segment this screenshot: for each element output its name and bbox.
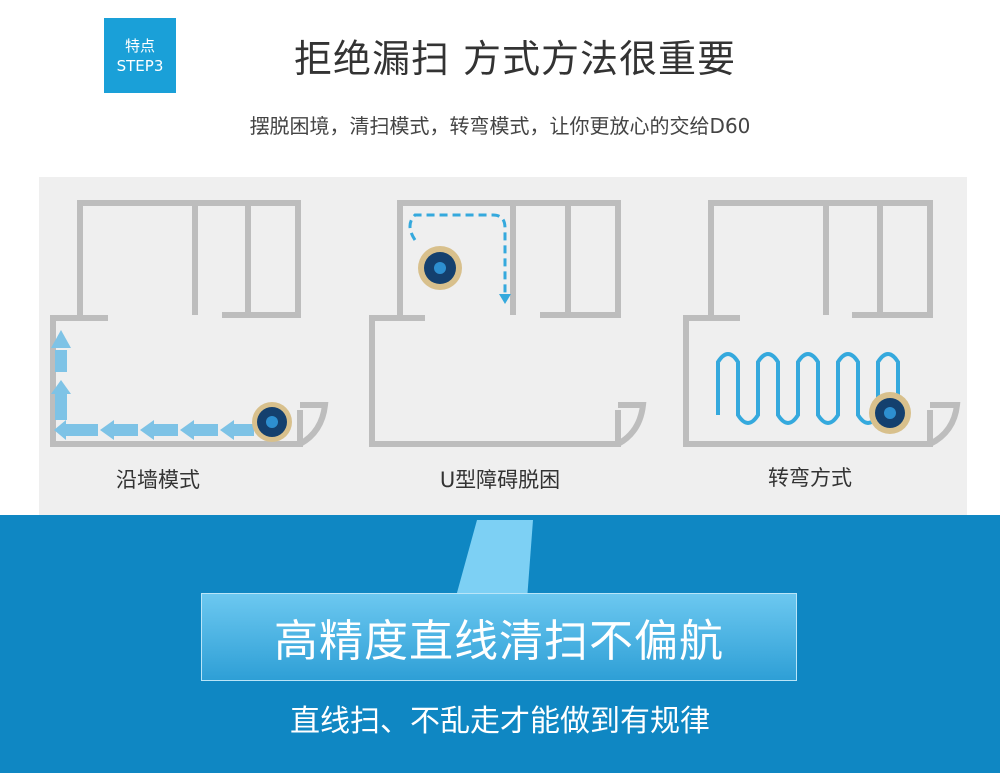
title-part2: 方式方法很重要 (463, 37, 737, 81)
page-subtitle: 摆脱困境，清扫模式，转弯模式，让你更放心的交给D60 (249, 114, 751, 138)
robot-vacuum-icon (869, 392, 911, 434)
turning-diagram (683, 200, 961, 447)
robot-vacuum-icon (252, 402, 292, 442)
badge-label: 特点 (124, 36, 155, 55)
feature-headline: 高精度直线清扫不偏航 (274, 616, 724, 667)
wall-follow-diagram (50, 200, 329, 447)
mode-label-wall: 沿墙模式 (116, 468, 200, 492)
mode-label-u-escape: U型障碍脱困 (439, 468, 561, 492)
title-part1: 拒绝漏扫 (293, 37, 450, 81)
escape-path (408, 213, 507, 295)
wall-path-arrows (51, 330, 254, 440)
feature-headline-banner: 高精度直线清扫不偏航 (201, 593, 797, 681)
step-badge: 特点 STEP3 (104, 18, 176, 93)
feature-description: 直线扫、不乱走才能做到有规律 (290, 704, 710, 739)
u-escape-diagram (369, 200, 647, 447)
badge-step: STEP3 (116, 56, 164, 75)
robot-vacuum-icon (418, 246, 462, 290)
escape-arrow (499, 294, 511, 304)
mode-label-turning: 转弯方式 (768, 466, 852, 490)
page-title: 拒绝漏扫 方式方法很重要 (0, 28, 1000, 83)
zigzag-path (716, 352, 900, 425)
feature-number-icon (455, 520, 533, 600)
